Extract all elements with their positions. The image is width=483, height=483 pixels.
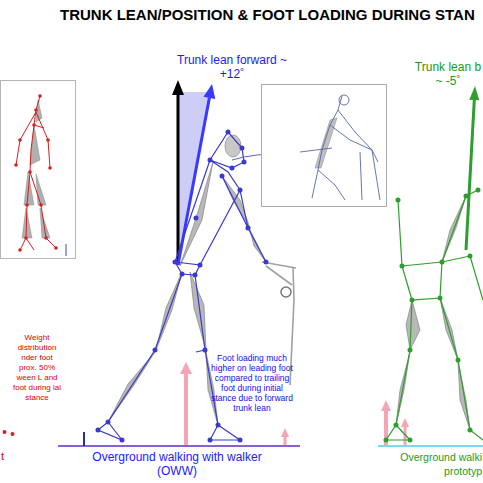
marker-dot (3, 430, 15, 436)
arrow-head (281, 428, 289, 437)
bone-segment (315, 118, 337, 168)
walker-wheel (281, 287, 291, 297)
floor-line (58, 445, 300, 447)
arrow-head (401, 418, 409, 427)
force-arrow (284, 436, 287, 445)
note-text: Foot loading much higher on leading foot… (210, 353, 294, 413)
inset-frame (262, 85, 387, 207)
arrow-head (180, 362, 192, 374)
force-arrow (184, 372, 188, 445)
vertical-arrow (177, 94, 180, 265)
bone-segment (396, 196, 470, 430)
caption-fragment: t (1, 450, 13, 463)
angle-label: Trunk lean b ~ -5˚ (413, 60, 483, 88)
force-tick (66, 244, 67, 256)
head-segment (339, 95, 349, 105)
arrow-head (381, 400, 391, 411)
inset-frame (1, 81, 76, 259)
trunk-arrow (466, 100, 474, 250)
marker-dot (14, 94, 58, 252)
force-tick (83, 432, 85, 446)
note-text: Weight distribution nder foot prox. 50% … (12, 333, 62, 403)
arrow-head (204, 84, 216, 99)
marker-link (16, 96, 56, 250)
page-title: TRUNK LEAN/POSITION & FOOT LOADING DURIN… (60, 6, 475, 23)
condition-caption: Overground walking with walker (OWW) (87, 450, 267, 478)
angle-label: Trunk lean forward ~ +12˚ (170, 53, 294, 81)
floor-line (378, 445, 483, 447)
marker-link (300, 96, 380, 200)
arrow-head (469, 86, 479, 100)
arrow-head (172, 80, 184, 95)
condition-caption: Overground walki prototyp (398, 450, 482, 478)
